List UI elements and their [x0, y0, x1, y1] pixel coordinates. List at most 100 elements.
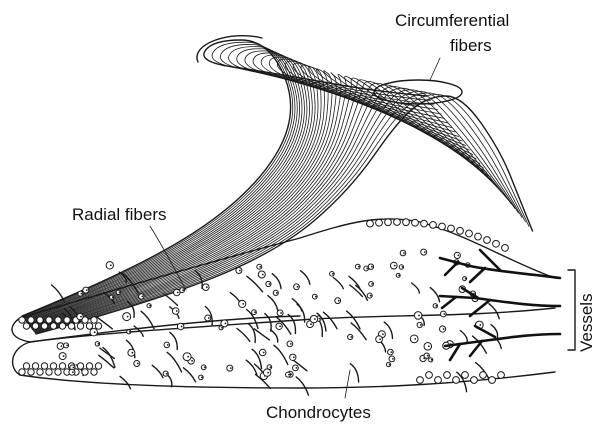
- radial-fiber-stroke: [274, 345, 288, 364]
- chondrocyte-nucleus: [72, 371, 74, 373]
- label-vessels: Vessels: [577, 293, 596, 352]
- chondrocyte-nucleus: [267, 372, 269, 374]
- radial-fiber-stroke: [246, 360, 256, 374]
- radial-fiber-stroke: [254, 329, 269, 340]
- radial-fiber-stroke: [430, 288, 439, 302]
- vessel-branch: [442, 297, 456, 308]
- chondrocyte: [177, 323, 184, 330]
- chondrocyte: [400, 250, 406, 256]
- chondrocyte: [426, 372, 433, 379]
- chondrocyte: [403, 219, 410, 226]
- chondrocyte: [86, 323, 92, 329]
- radial-fiber-stroke: [120, 376, 130, 388]
- chondrocyte-nucleus: [129, 331, 131, 333]
- chondrocyte: [227, 365, 233, 371]
- chondrocyte-nucleus: [389, 364, 391, 366]
- chondrocyte: [484, 237, 491, 244]
- radial-fiber-stroke: [152, 365, 163, 377]
- chondrocyte-cells: [19, 219, 509, 384]
- chondrocyte: [440, 311, 446, 317]
- chondrocyte-nucleus: [119, 291, 121, 293]
- chondrocyte-nucleus: [391, 351, 393, 353]
- chondrocyte: [376, 219, 383, 226]
- circumferential-fiber-line: [27, 63, 466, 323]
- radial-fiber-stroke: [167, 352, 182, 372]
- chondrocyte-nucleus: [259, 266, 261, 268]
- chondrocyte: [385, 219, 392, 226]
- chondrocyte-nucleus: [167, 344, 169, 346]
- chondrocyte: [32, 363, 38, 369]
- label-chondrocytes: Chondrocytes: [266, 403, 371, 422]
- chondrocyte: [489, 377, 496, 384]
- chondrocyte: [454, 252, 460, 258]
- chondrocyte-nucleus: [141, 296, 143, 298]
- chondrocyte: [376, 336, 383, 343]
- chondrocyte: [23, 363, 29, 369]
- chondrocyte: [64, 317, 70, 323]
- chondrocyte-nucleus: [181, 326, 183, 328]
- chondrocyte-nucleus: [379, 338, 381, 340]
- chondrocyte: [23, 323, 29, 329]
- vessel-branch: [440, 296, 560, 306]
- chondrocyte: [236, 268, 242, 274]
- chondrocyte-nucleus: [225, 323, 227, 325]
- chondrocyte: [174, 289, 181, 296]
- chondrocyte-nucleus: [414, 338, 416, 340]
- chondrocyte: [390, 262, 397, 269]
- chondrocyte-nucleus: [262, 274, 264, 276]
- chondrocyte-nucleus: [176, 310, 178, 312]
- chondrocyte: [55, 317, 61, 323]
- chondrocyte-nucleus: [314, 318, 316, 320]
- radial-fiber-stroke: [412, 283, 420, 293]
- chondrocyte: [37, 369, 43, 375]
- radial-fiber-stroke: [350, 285, 363, 297]
- chondrocyte-nucleus: [63, 355, 65, 357]
- chondrocyte: [59, 363, 65, 369]
- chondrocyte-nucleus: [204, 366, 206, 368]
- chondrocyte: [417, 377, 424, 384]
- chondrocyte: [453, 377, 460, 384]
- chondrocyte-nucleus: [208, 317, 210, 319]
- chondrocyte: [414, 312, 422, 320]
- chondrocyte: [435, 377, 442, 384]
- label-circumferential-line1: Circumferential: [395, 11, 509, 30]
- label-circumferential-line2: fibers: [450, 36, 492, 55]
- chondrocyte: [466, 230, 473, 237]
- chondrocyte-nucleus: [269, 283, 271, 285]
- vessel-branch: [470, 268, 485, 282]
- chondrocyte: [46, 369, 52, 375]
- chondrocyte: [164, 342, 170, 348]
- chondrocytes-leader: [345, 370, 350, 398]
- chondrocyte: [276, 323, 282, 329]
- chondrocyte: [203, 284, 210, 291]
- chondrocyte-nucleus: [149, 305, 151, 307]
- chondrocyte: [277, 310, 283, 316]
- radial-fiber-stroke: [268, 296, 278, 311]
- radial-fiber-stroke: [272, 274, 281, 289]
- radial-fiber-stroke: [141, 311, 154, 328]
- chondrocyte: [294, 284, 300, 290]
- chondrocyte-nucleus: [319, 318, 321, 320]
- chondrocyte: [239, 300, 246, 307]
- chondrocyte: [91, 369, 97, 375]
- chondrocyte-nucleus: [435, 305, 437, 307]
- chondrocyte-nucleus: [403, 252, 405, 254]
- chondrocyte: [367, 220, 374, 227]
- chondrocyte: [293, 365, 299, 371]
- chondrocyte-nucleus: [230, 367, 232, 369]
- chondrocyte-nucleus: [98, 343, 100, 345]
- radial-fiber-stroke: [237, 329, 250, 342]
- chondrocyte: [172, 308, 179, 315]
- chondrocyte: [68, 323, 74, 329]
- radial-fiber-stroke: [489, 304, 499, 319]
- chondrocyte-nucleus: [66, 345, 68, 347]
- chondrocyte: [430, 221, 437, 228]
- chondrocyte: [424, 343, 432, 351]
- chondrocyte: [69, 369, 75, 375]
- radial-fiber-stroke: [271, 330, 278, 342]
- label-circumferential-fibers: Circumferential fibers: [395, 11, 514, 55]
- chondrocyte-nucleus: [110, 264, 112, 266]
- chondrocyte-nucleus: [94, 331, 96, 333]
- radial-fiber-stroke: [184, 368, 196, 382]
- chondrocyte: [106, 262, 113, 269]
